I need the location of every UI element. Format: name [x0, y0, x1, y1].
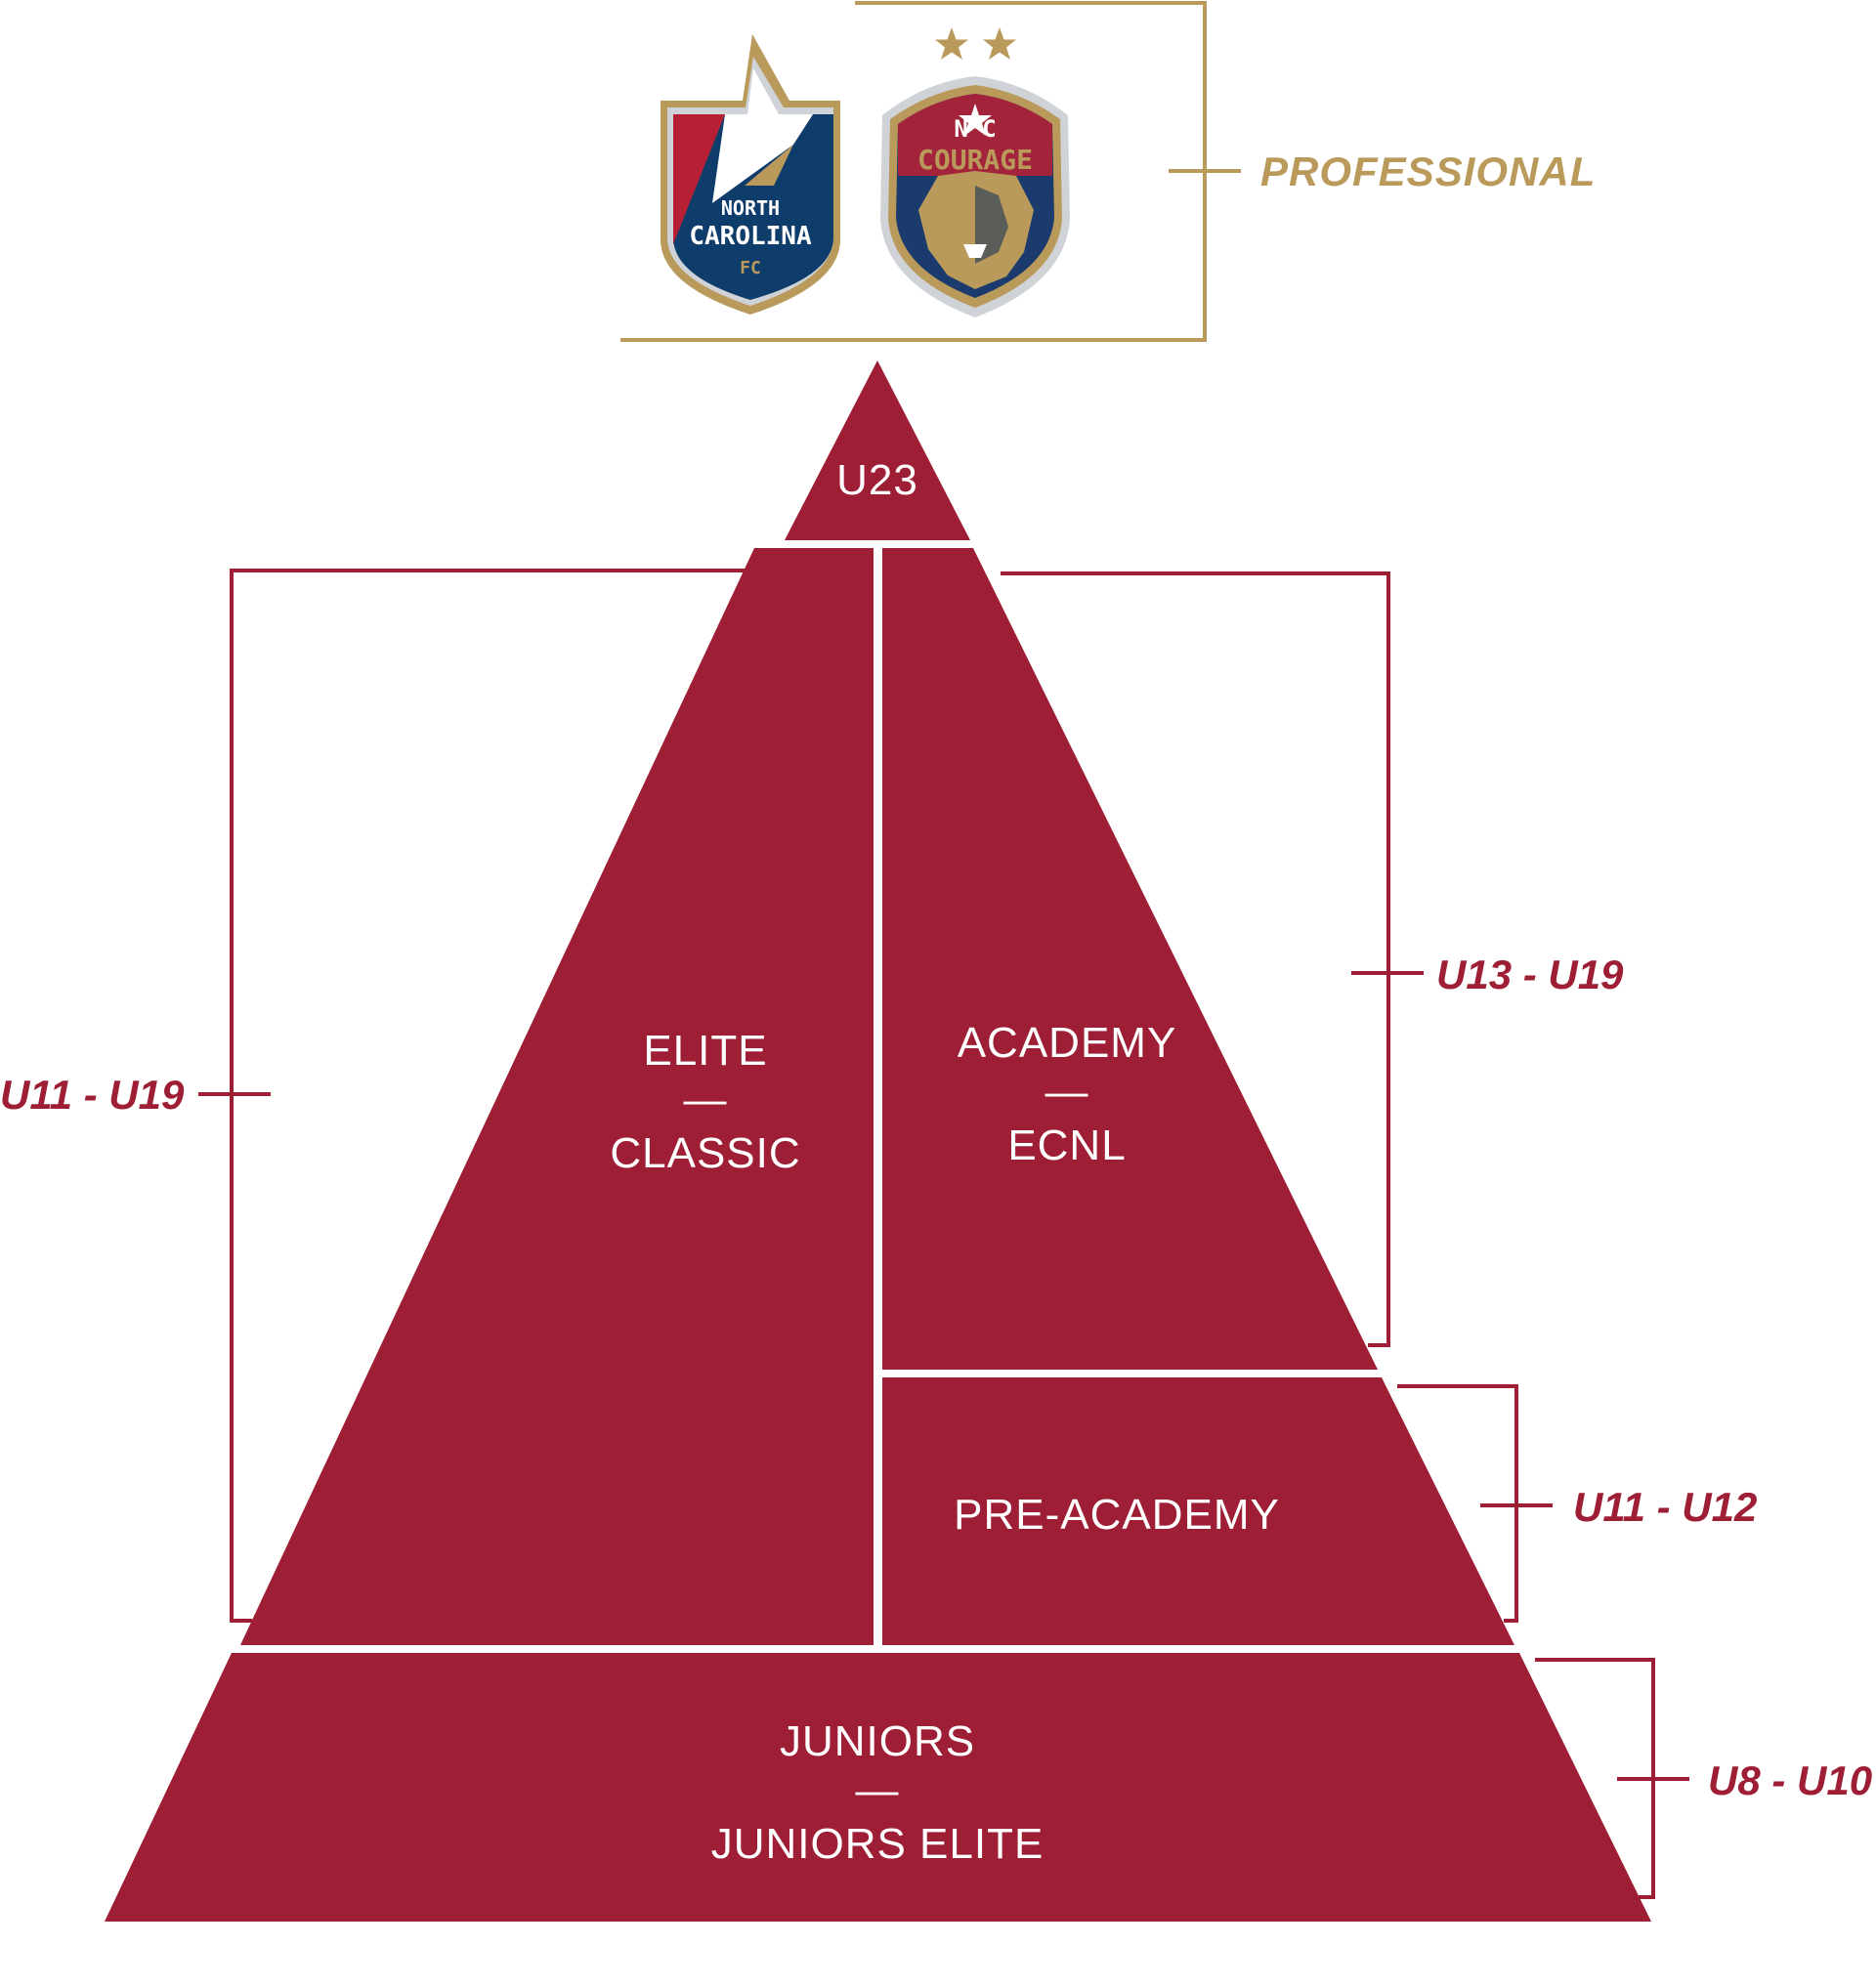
professional-label: PROFESSIONAL [1260, 148, 1596, 194]
range-pre-academy-label: U11 - U12 [1573, 1484, 1757, 1530]
classic-label: CLASSIC [610, 1129, 800, 1177]
tier-pre-academy [882, 1377, 1514, 1645]
juniors-elite-label: JUNIORS ELITE [711, 1820, 1045, 1868]
pre-academy-label: PRE-ACADEMY [954, 1491, 1280, 1539]
range-juniors-label: U8 - U10 [1708, 1757, 1872, 1803]
elite-label: ELITE [643, 1027, 767, 1075]
courage-nc-letters: N C [954, 115, 996, 143]
range-academy-label: U13 - U19 [1436, 952, 1624, 997]
bracket-academy [1001, 571, 1390, 1347]
academy-label: ACADEMY [958, 1019, 1177, 1067]
ncfc-line-2: CAROLINA [689, 222, 812, 251]
ecnl-label: ECNL [1007, 1121, 1126, 1169]
juniors-label: JUNIORS [780, 1717, 975, 1765]
star-icon [935, 27, 1016, 60]
tier-academy [882, 548, 1378, 1370]
ncfc-line-3: FC [740, 258, 761, 278]
range-left-label: U11 - U19 [0, 1072, 185, 1118]
north-carolina-fc-crest-icon: NORTH CAROLINA FC [661, 34, 840, 315]
pyramid [105, 360, 1651, 1922]
tier-elite [240, 548, 874, 1645]
elite-dash: — [684, 1076, 728, 1123]
professional-bracket [620, 1, 1241, 342]
academy-dash: — [1045, 1068, 1089, 1116]
tier-u23 [785, 360, 970, 540]
nc-courage-crest-icon: N C COURAGE [880, 27, 1070, 317]
juniors-dash: — [856, 1766, 900, 1814]
courage-name: COURAGE [917, 144, 1033, 176]
ncfc-line-1: NORTH [721, 196, 780, 220]
u23-label: U23 [836, 456, 918, 504]
tier-juniors [105, 1653, 1651, 1922]
